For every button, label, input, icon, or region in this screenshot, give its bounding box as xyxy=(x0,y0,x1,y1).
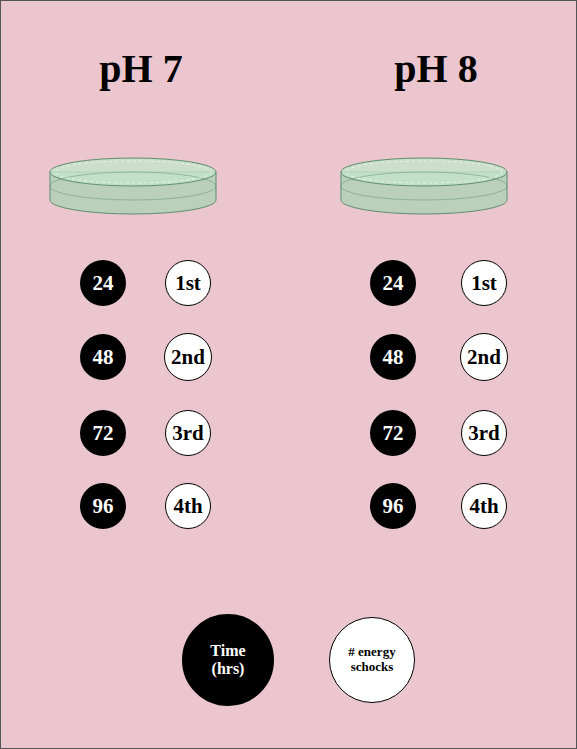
petri-dish xyxy=(341,158,507,214)
shock-circle: 1st xyxy=(165,260,211,306)
circle-label: 3rd xyxy=(468,421,500,445)
circle-label: 4th xyxy=(469,494,498,518)
petri-dish xyxy=(50,158,216,214)
circle-label: 1st xyxy=(175,271,201,295)
circle-label: # energy schocks xyxy=(339,645,405,675)
legend-time-circle: Time (hrs) xyxy=(182,614,274,706)
time-circle: 96 xyxy=(370,483,416,529)
column-heading: pH 7 xyxy=(99,45,182,92)
shock-circle: 2nd xyxy=(460,333,508,381)
shock-circle: 1st xyxy=(461,260,507,306)
circle-label: 4th xyxy=(173,494,202,518)
shock-circle: 4th xyxy=(461,483,507,529)
circle-label: 48 xyxy=(93,345,114,369)
circle-label: 2nd xyxy=(467,345,501,369)
time-circle: 24 xyxy=(80,260,126,306)
shock-circle: 3rd xyxy=(461,410,507,456)
legend-shock-circle: # energy schocks xyxy=(329,617,415,703)
time-circle: 72 xyxy=(370,410,416,456)
time-circle: 96 xyxy=(80,483,126,529)
circle-label: 24 xyxy=(383,271,404,295)
circle-label: 96 xyxy=(383,494,404,518)
circle-label: 72 xyxy=(383,421,404,445)
time-circle: 72 xyxy=(80,410,126,456)
circle-label: 96 xyxy=(93,494,114,518)
circle-label: 1st xyxy=(471,271,497,295)
circle-label: 2nd xyxy=(171,345,205,369)
time-circle: 48 xyxy=(80,334,126,380)
shock-circle: 3rd xyxy=(165,410,211,456)
shock-circle: 4th xyxy=(165,483,211,529)
circle-label: 48 xyxy=(383,345,404,369)
circle-label: 24 xyxy=(93,271,114,295)
column-heading: pH 8 xyxy=(394,45,477,92)
time-circle: 24 xyxy=(370,260,416,306)
time-circle: 48 xyxy=(370,334,416,380)
circle-label: 3rd xyxy=(172,421,204,445)
shock-circle: 2nd xyxy=(164,333,212,381)
circle-label: 72 xyxy=(93,421,114,445)
circle-label: Time (hrs) xyxy=(193,642,263,679)
